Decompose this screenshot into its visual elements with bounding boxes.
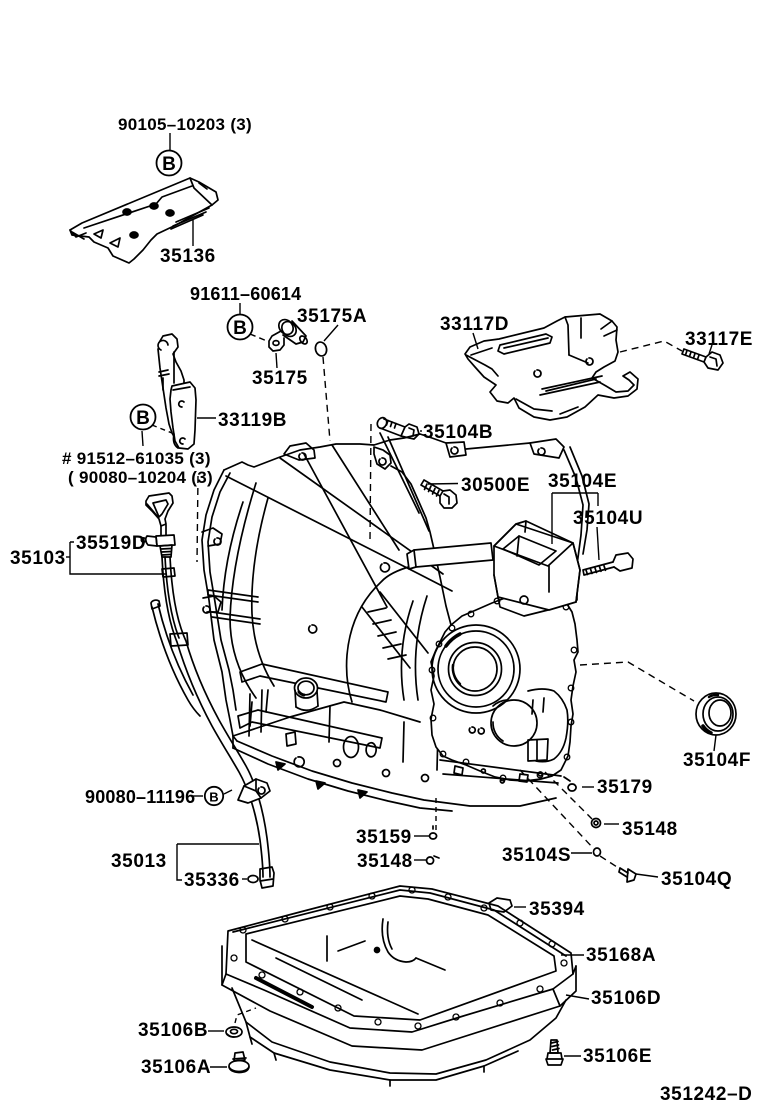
svg-text:35175: 35175 [252, 368, 308, 389]
svg-text:35136: 35136 [160, 246, 216, 267]
svg-text:33119B: 33119B [218, 410, 287, 431]
svg-text:35106B: 35106B [138, 1020, 208, 1041]
svg-text:35104B: 35104B [423, 422, 493, 443]
svg-text:35106D: 35106D [591, 988, 661, 1009]
svg-text:35104E: 35104E [548, 471, 617, 492]
svg-text:# 91512–61035 (3): # 91512–61035 (3) [62, 449, 211, 468]
svg-text:33117E: 33117E [685, 329, 753, 350]
svg-text:35148: 35148 [357, 851, 413, 872]
svg-text:B: B [162, 154, 176, 175]
svg-text:35103: 35103 [10, 548, 66, 569]
svg-text:35106E: 35106E [583, 1046, 652, 1067]
svg-text:35519D: 35519D [76, 533, 146, 554]
svg-text:B: B [209, 790, 218, 805]
svg-text:35148: 35148 [622, 819, 678, 840]
svg-text:35104U: 35104U [573, 508, 643, 529]
svg-text:35159: 35159 [356, 827, 412, 848]
svg-text:35336: 35336 [184, 870, 240, 891]
svg-text:35168A: 35168A [586, 945, 656, 966]
svg-text:35179: 35179 [597, 777, 653, 798]
svg-text:35104S: 35104S [502, 845, 571, 866]
svg-text:90105–10203 (3): 90105–10203 (3) [118, 115, 252, 134]
svg-text:91611–60614: 91611–60614 [190, 284, 301, 304]
svg-text:35104Q: 35104Q [661, 869, 732, 890]
svg-text:( 90080–10204 (3): ( 90080–10204 (3) [68, 468, 213, 487]
svg-text:B: B [233, 318, 247, 339]
svg-text:33117D: 33117D [440, 314, 509, 335]
svg-text:35106A: 35106A [141, 1057, 211, 1078]
svg-text:351242–D: 351242–D [660, 1084, 753, 1105]
svg-text:35394: 35394 [529, 899, 585, 920]
svg-text:35175A: 35175A [297, 306, 367, 327]
svg-text:35013: 35013 [111, 851, 167, 872]
svg-text:B: B [136, 408, 150, 429]
svg-text:35104F: 35104F [683, 750, 751, 771]
svg-text:30500E: 30500E [461, 475, 530, 496]
svg-text:90080–11196: 90080–11196 [85, 787, 195, 807]
